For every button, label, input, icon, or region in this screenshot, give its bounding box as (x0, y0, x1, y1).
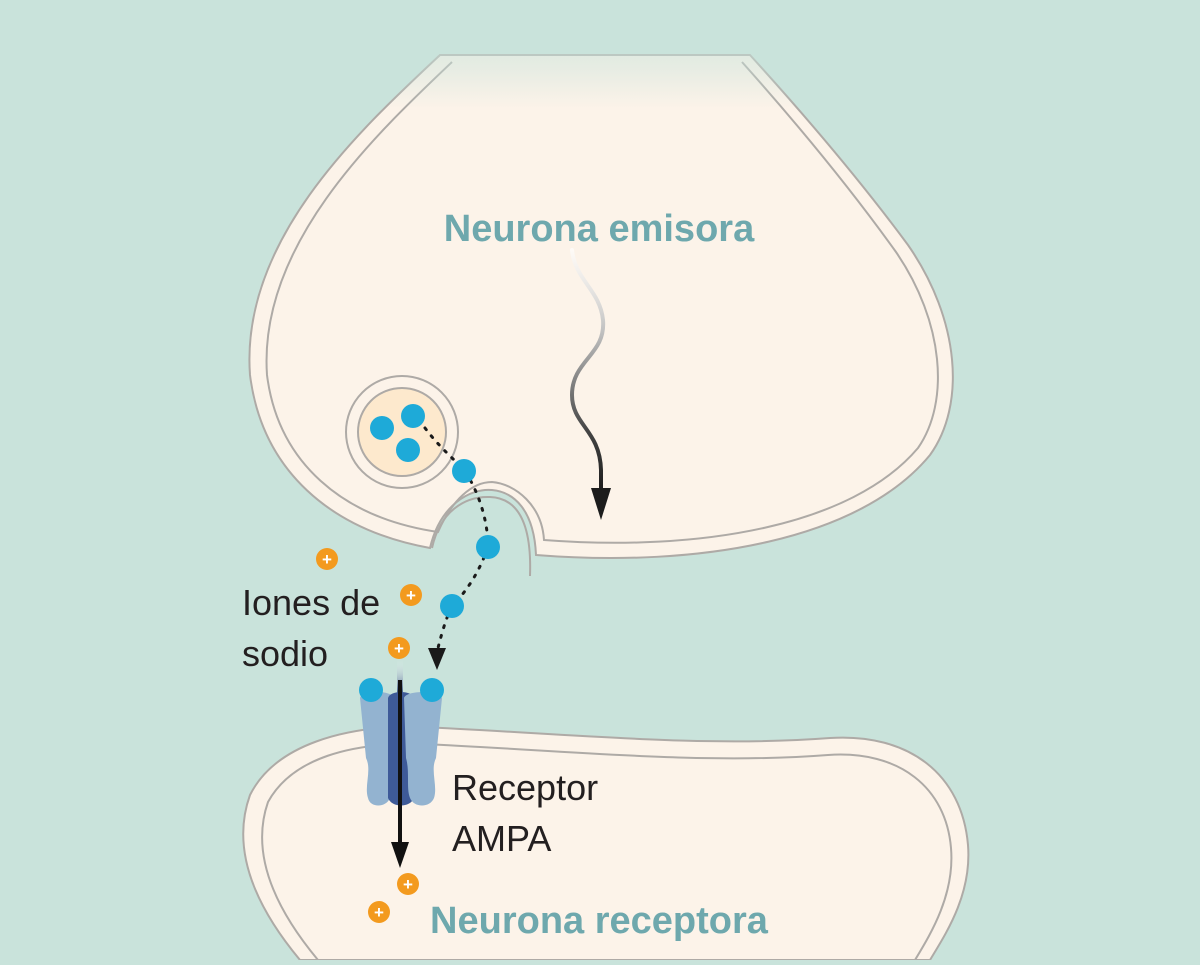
sender-cleft-pocket (431, 495, 532, 577)
svg-text:+: + (406, 586, 416, 605)
neurotransmitter (452, 459, 476, 483)
synaptic-vesicle (345, 375, 459, 489)
sodium-ion-icon: + (316, 548, 338, 570)
channel-pore-glow (397, 660, 403, 694)
sodium-ion-icon: + (388, 637, 410, 659)
svg-text:+: + (322, 550, 332, 569)
receptor-label-line1: Receptor (452, 767, 598, 808)
ampa-receptor (359, 660, 444, 868)
neurotransmitter (476, 535, 500, 559)
wavy-arrow-head (591, 488, 611, 520)
receptor-subunit-left (360, 692, 394, 806)
dotted-arrow-head (428, 648, 446, 670)
svg-text:+: + (374, 903, 384, 922)
neurotransmitter-bound (359, 678, 383, 702)
wavy-arrow-line (569, 248, 606, 494)
sodium-ion-icon: + (397, 873, 419, 895)
receiver-inner-membrane (261, 742, 953, 961)
ion-flow-arrow-head (391, 842, 409, 868)
svg-text:+: + (403, 875, 413, 894)
sodium-ion-icon: + (368, 901, 390, 923)
release-path (423, 426, 500, 670)
neurotransmitter-bound (420, 678, 444, 702)
neurotransmitter (370, 416, 394, 440)
sodium-ions-label-line2: sodio (242, 633, 328, 674)
receptor-subunit-right (404, 692, 442, 806)
neurotransmitter (401, 404, 425, 428)
sodium-ion-icon: + (400, 584, 422, 606)
receptor-label-line2: AMPA (452, 818, 551, 859)
sodium-ions: + + + + + (316, 548, 422, 923)
svg-text:+: + (394, 639, 404, 658)
sender-fade (0, 0, 1200, 320)
signal-arrow (569, 248, 611, 520)
sender-neuron-label: Neurona emisora (444, 208, 755, 250)
sodium-ions-label-line1: Iones de (242, 582, 380, 623)
vesicle-inner (357, 387, 447, 477)
receiver-neuron-label: Neurona receptora (430, 900, 769, 942)
neurotransmitter (396, 438, 420, 462)
neurotransmitter (440, 594, 464, 618)
